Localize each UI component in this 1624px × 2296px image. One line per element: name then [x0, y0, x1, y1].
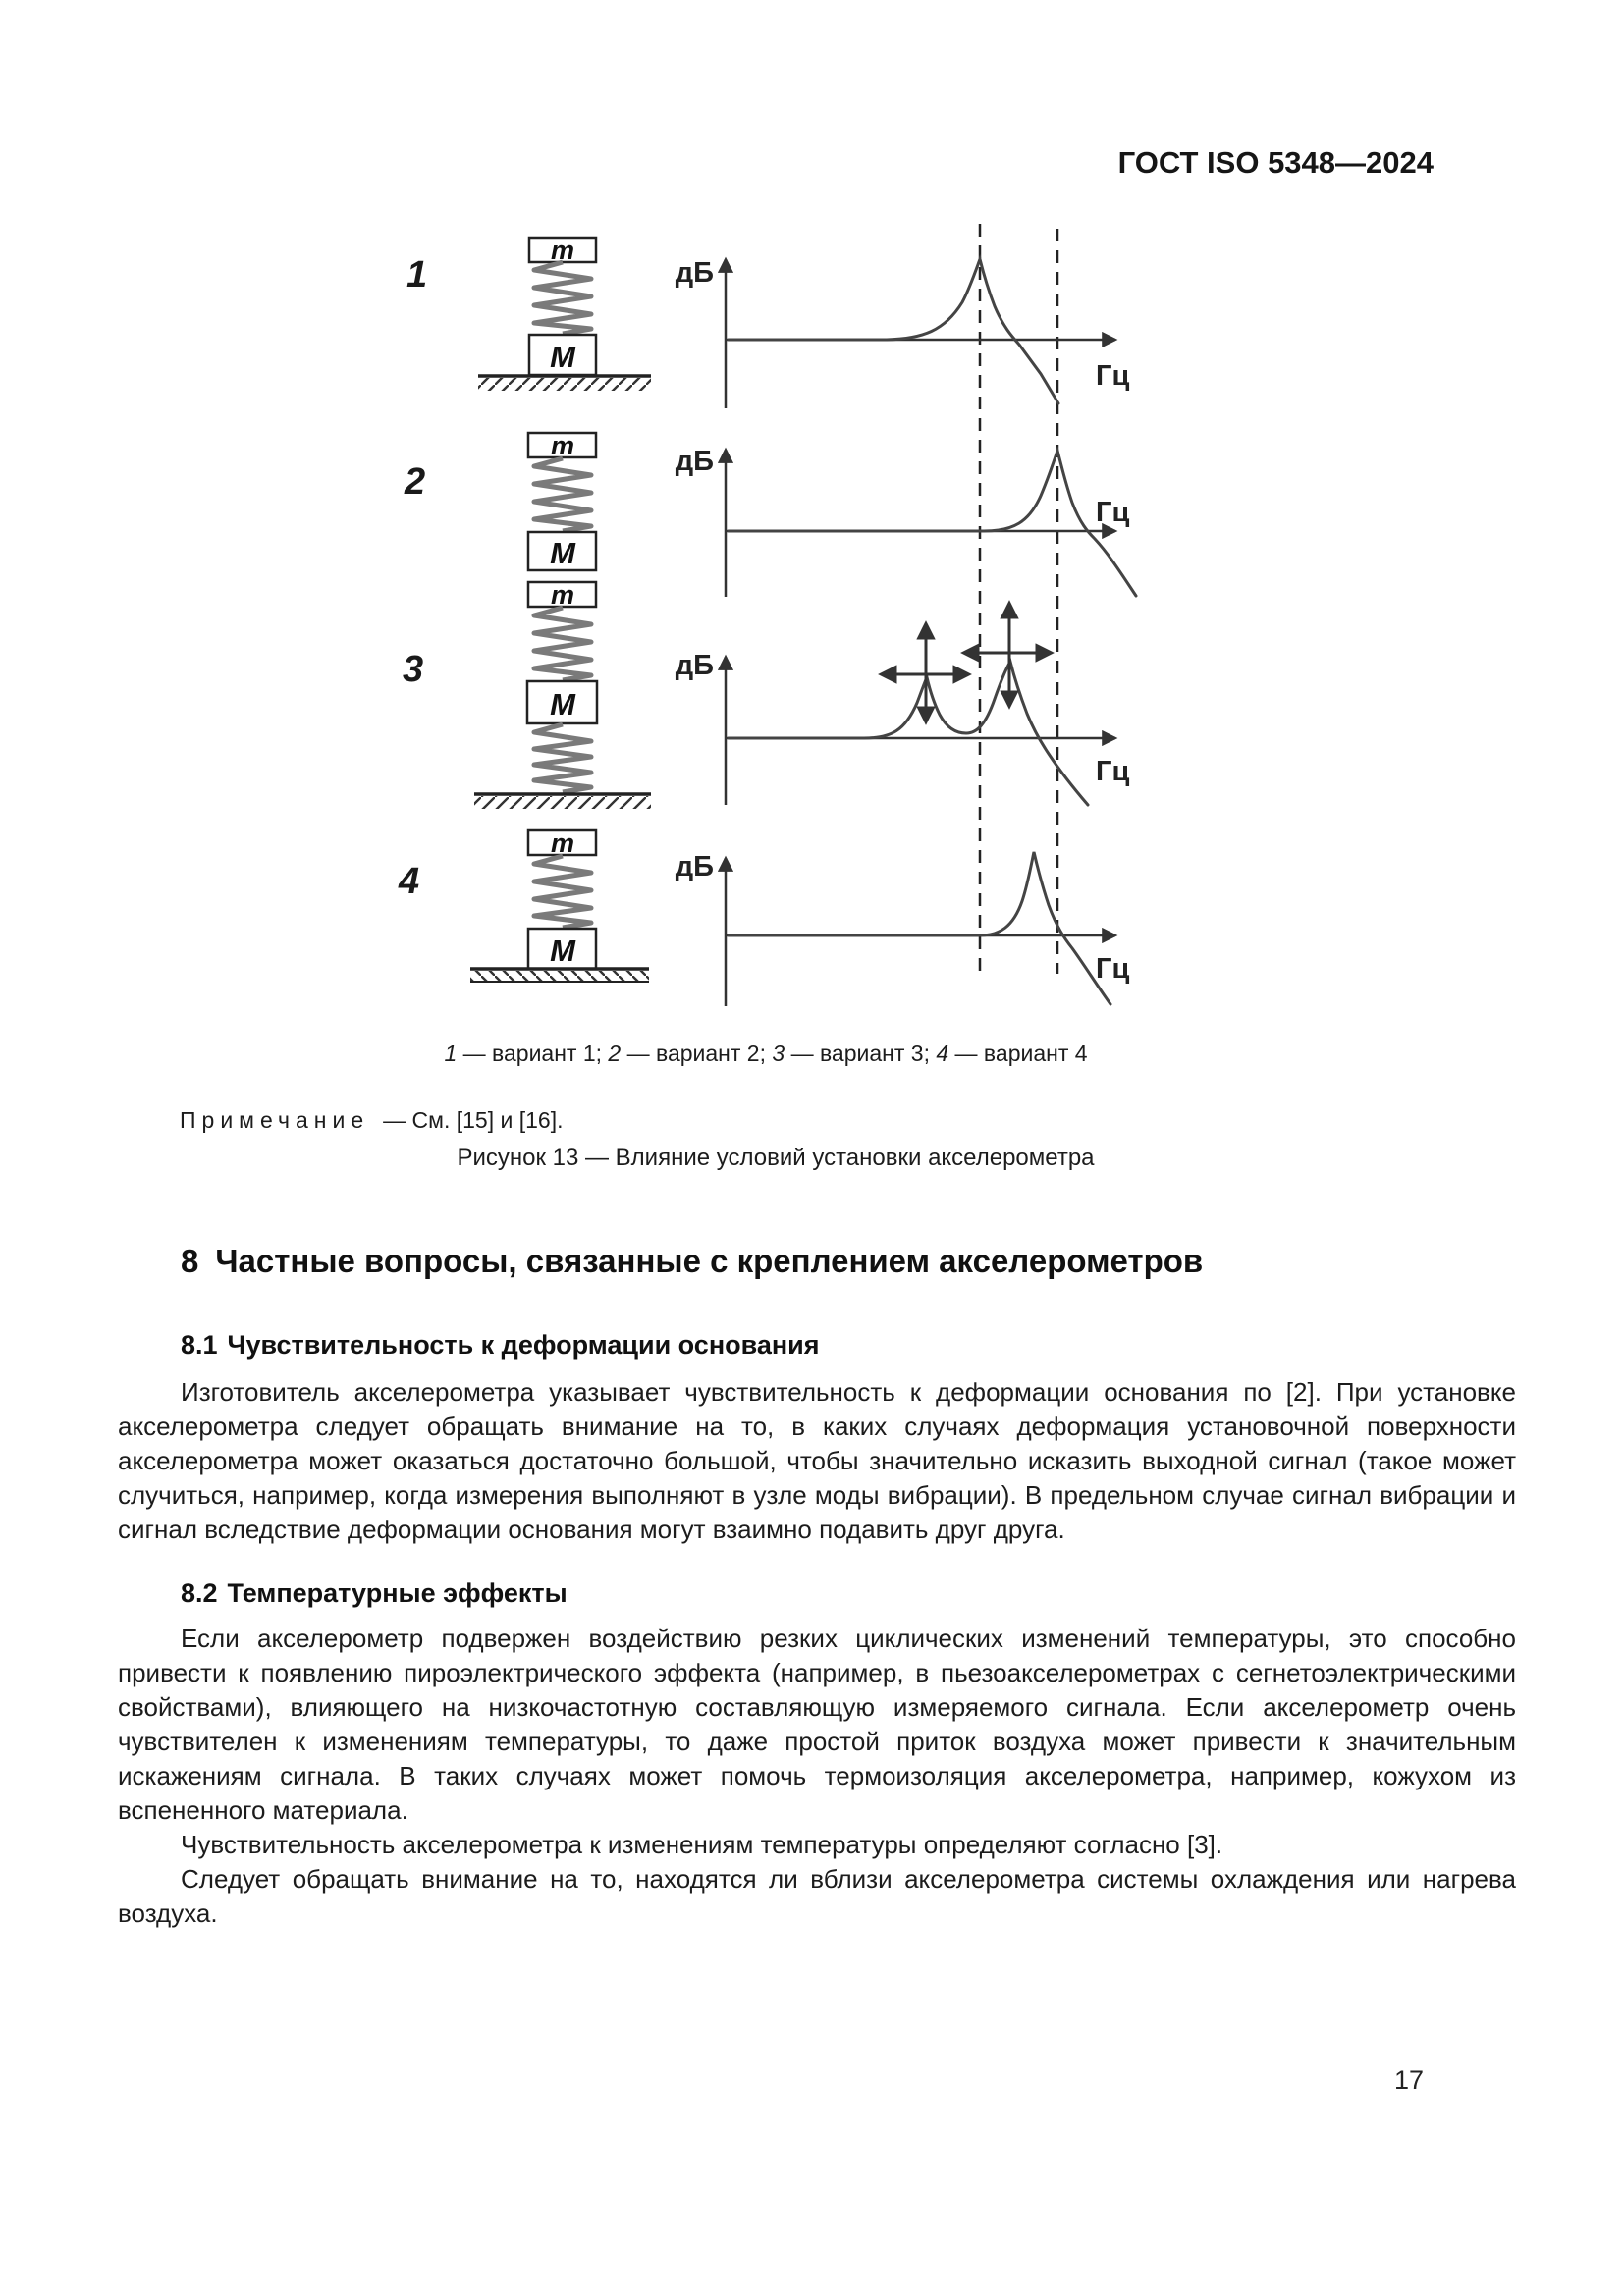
variant-1-x-axis-label: Гц — [1096, 360, 1129, 392]
note-label: Примечание — [180, 1107, 370, 1133]
figure-caption: Рисунок 13 — Влияние условий установки а… — [457, 1145, 1095, 1171]
variant-1-spring — [531, 259, 594, 337]
variant-1-mass-M-label: M — [550, 340, 576, 374]
section-8-title: Частные вопросы, связанные с креплением … — [215, 1243, 1204, 1279]
variant-4-mass-m-label: m — [551, 828, 574, 858]
legend-item-1-label: — вариант 1; — [457, 1041, 609, 1066]
section-8-heading: 8 Частные вопросы, связанные с креплением… — [181, 1242, 1516, 1281]
variant-4-row: 4 m M дБ Гц — [398, 828, 1129, 1006]
variant-2-response-curve — [727, 445, 1138, 598]
section-8-number: 8 — [181, 1243, 199, 1279]
variant-1-y-axis-label: дБ — [676, 257, 714, 289]
legend-item-2-label: — вариант 2; — [621, 1041, 773, 1066]
legend-item-1-num: 1 — [444, 1041, 458, 1066]
variant-3-x-axis-label: Гц — [1096, 756, 1129, 787]
variant-1-mass-M-box — [527, 333, 598, 377]
legend-item-4-label: — вариант 4 — [948, 1041, 1088, 1066]
figure-note: Примечание — См. [15] и [16]. — [180, 1107, 563, 1134]
variant-3-mass-m-box — [526, 580, 598, 609]
legend-item-3-label: — вариант 3; — [785, 1041, 937, 1066]
variant-4-spring — [531, 853, 594, 931]
note-text: — См. [15] и [16]. — [383, 1107, 564, 1133]
section-8-1-heading: 8.1 Чувствительность к деформации основан… — [181, 1328, 1516, 1362]
variant-3-row: 3 m M дБ Гц — [403, 580, 1129, 809]
variant-4-x-axis-label: Гц — [1096, 953, 1129, 985]
variant-2-mass-M-label: M — [550, 536, 576, 570]
document-title-header: ГОСТ ISO 5348—2024 — [1117, 145, 1434, 180]
variant-1-number: 1 — [406, 254, 427, 295]
section-8-1-title: Чувствительность к деформации основания — [227, 1330, 820, 1360]
variant-4-mass-M-label: M — [550, 934, 576, 968]
page-number: 17 — [1393, 2065, 1425, 2095]
variant-2-graph: дБ Гц — [676, 445, 1138, 598]
variant-3-upper-spring — [531, 605, 594, 683]
body-text: 8 Частные вопросы, связанные с креплением… — [118, 1242, 1516, 1931]
section-8-1-paragraph: Изготовитель акселерометра указывает чув… — [118, 1377, 1516, 1544]
variant-2-spring — [531, 455, 594, 534]
variant-4-number: 4 — [398, 861, 419, 902]
section-8-2-paragraph-2: Чувствительность акселерометра к изменен… — [181, 1830, 1223, 1859]
variant-3-graph: дБ Гц — [676, 600, 1129, 807]
variant-4-y-axis-label: дБ — [676, 851, 714, 882]
variant-3-mass-M-box — [525, 679, 599, 725]
section-8-1-number: 8.1 — [181, 1330, 218, 1360]
variant-2-mass-m-box — [526, 431, 598, 459]
variant-3-response-curve — [727, 658, 1090, 807]
variant-3-number: 3 — [403, 649, 423, 690]
variant-4-mass-m-box — [526, 828, 598, 857]
variant-2-y-axis-label: дБ — [676, 446, 714, 477]
variant-4-ground-hatch — [470, 971, 649, 982]
figure-legend: 1 — вариант 1; 2 — вариант 2; 3 — вариан… — [373, 1041, 1159, 1067]
variant-3-mass-m-label: m — [551, 580, 574, 610]
section-8-2-heading: 8.2 Температурные эффекты — [181, 1576, 1516, 1610]
section-8-2-title: Температурные эффекты — [227, 1578, 568, 1608]
variant-1-mass-m-label: m — [551, 236, 574, 265]
variant-1-response-curve — [727, 253, 1060, 405]
variant-1-row: 1 m M дБ Гц — [406, 236, 1129, 408]
variant-3-mass-M-label: M — [550, 687, 576, 721]
section-8-2-number: 8.2 — [181, 1578, 218, 1608]
legend-item-2-num: 2 — [608, 1041, 622, 1066]
figure-13-diagram: 1 m M дБ Гц 2 m M — [398, 224, 1138, 1006]
legend-item-3-num: 3 — [772, 1041, 785, 1066]
variant-4-graph: дБ Гц — [676, 851, 1129, 1006]
variant-1-graph: дБ Гц — [676, 253, 1129, 408]
variant-2-x-axis-label: Гц — [1096, 497, 1129, 528]
variant-3-lower-spring — [531, 721, 594, 795]
section-8-2-paragraph-1: Если акселерометр подвержен воздействию … — [118, 1624, 1516, 1825]
variant-2-row: 2 m M дБ Гц — [404, 431, 1138, 598]
variant-3-y-axis-label: дБ — [676, 650, 714, 681]
legend-item-4-num: 4 — [936, 1041, 949, 1066]
variant-2-number: 2 — [404, 461, 425, 503]
variant-3-ground-hatch — [474, 796, 651, 809]
variant-2-mass-m-label: m — [551, 431, 574, 460]
section-8-2-paragraph-3: Следует обращать внимание на то, находят… — [118, 1864, 1516, 1928]
variant-4-response-curve — [727, 851, 1112, 1006]
variant-2-mass-M-box — [526, 530, 598, 572]
variant-1-ground-hatch — [478, 378, 651, 391]
variant-4-mass-M-box — [526, 927, 598, 971]
